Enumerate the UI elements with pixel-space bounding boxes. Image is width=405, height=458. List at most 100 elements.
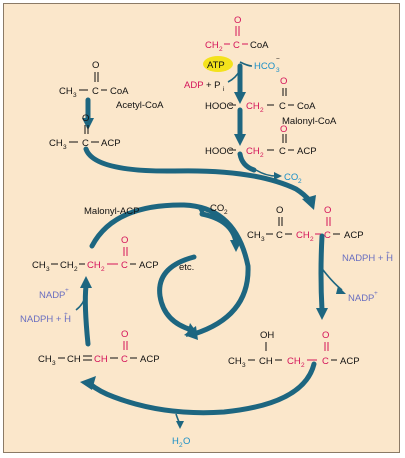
acetyl-coa-caption: Acetyl-CoA: [116, 100, 164, 111]
ch3-label: CH: [228, 356, 242, 367]
carbon-label: C: [121, 354, 128, 365]
ch3-subscript: 3: [73, 92, 77, 99]
water-o-label: O: [183, 436, 190, 447]
side-arrow-hco3: [239, 61, 253, 67]
side-arrowhead-co2-mid: [198, 208, 206, 216]
ch3-subscript: 3: [261, 236, 265, 243]
water-subscript: 2: [179, 442, 183, 449]
carbonyl-o-label: O: [280, 124, 287, 135]
malonyl-coa-top-molecule: O CH 2 C CoA: [205, 15, 269, 53]
side-arrow-nadph-left: [75, 293, 87, 311]
carbon-label: C: [279, 101, 286, 112]
fatty-acid-synthesis-diagram: O CH 2 C CoA ATP HCO 3 − ADP + P i O HOO…: [20, 15, 393, 449]
atp-badge: ATP: [203, 56, 233, 72]
butyryl-acp-molecule: O CH 3 CH 2 CH 2 C ACP: [32, 235, 159, 273]
ch2-label: CH: [287, 356, 301, 367]
atp-label: ATP: [207, 60, 225, 71]
acetyl-acp-molecule: O CH 3 C ACP: [49, 113, 121, 151]
arrowhead-malonyl-2: [234, 134, 246, 146]
side-arrow-adp: [227, 69, 241, 83]
nadp-right-label: NADP: [348, 293, 374, 304]
carbonyl-o-label-1: O: [276, 205, 283, 216]
ch2-label: CH: [246, 101, 260, 112]
oh-label: OH: [260, 330, 274, 341]
ch-label: CH: [259, 356, 273, 367]
ch3-label: CH: [32, 260, 46, 271]
carbon-label: C: [324, 230, 331, 241]
coa-label: CoA: [297, 101, 316, 112]
ch3-label: CH: [247, 230, 261, 241]
nadph-left-label: NADPH + H: [20, 314, 71, 325]
ch3-subscript: 3: [242, 362, 246, 369]
diagram-frame: O CH 2 C CoA ATP HCO 3 − ADP + P i O HOO…: [3, 3, 400, 453]
carbonyl-o-label: O: [121, 329, 128, 340]
co2-right-subscript: 2: [298, 178, 302, 185]
arrowhead-malonyl-1: [234, 92, 246, 104]
ketoacyl-acp-molecule: O O CH 3 C CH 2 C ACP: [247, 205, 364, 243]
co2-mid-label: CO: [210, 203, 224, 214]
arrow-malonyl-join: [237, 151, 257, 173]
malonyl-acp-top-molecule: HOOC CH 2 C O ACP: [205, 124, 317, 159]
nadp-left-sup: +: [65, 287, 69, 294]
carbonyl-o-label: O: [322, 330, 329, 341]
carbonyl-o-label: O: [234, 15, 241, 26]
side-arrowhead-nadp-right: [336, 286, 346, 294]
co2-mid-subscript: 2: [224, 209, 228, 216]
arrow-left-up: [82, 283, 91, 347]
arrowhead-bottom-loop: [80, 376, 96, 390]
ch2-subscript: 2: [74, 266, 78, 273]
carbonyl-o-label: O: [121, 235, 128, 246]
ch2-label: CH: [60, 260, 74, 271]
carbonyl-o-label: O: [280, 76, 287, 87]
acp-label: ACP: [101, 138, 121, 149]
side-arrowhead-water: [176, 421, 184, 429]
arrow-acp-to-ketoacyl: [83, 146, 313, 204]
nadph-right-label: NADPH + H: [342, 253, 393, 264]
malonyl-coa-caption: Malonyl-CoA: [282, 116, 337, 127]
ch3-label: CH: [59, 86, 73, 97]
arrowhead-ketoacyl: [302, 195, 316, 210]
ch3-subscript: 3: [46, 266, 50, 273]
ch2-red-label: CH: [87, 260, 101, 271]
hydroxyacyl-acp-molecule: OH O CH 3 CH CH 2 C ACP: [228, 330, 360, 369]
carbonyl-o-label: O: [92, 60, 99, 71]
arrow-inner-spiral: [199, 211, 239, 245]
ch2-red-subscript: 2: [101, 266, 105, 273]
ch2-label: CH: [246, 146, 260, 157]
hooc-label: HOOC: [205, 101, 234, 112]
side-arrowhead-co2-right: [274, 172, 282, 180]
nadph-right-sup: +: [386, 250, 390, 257]
carbon-label: C: [121, 260, 128, 271]
arrowhead-left-up: [80, 276, 92, 288]
arrow-bottom-loop: [87, 361, 317, 416]
carbon-label: C: [82, 138, 89, 149]
hco3-subscript: 3: [276, 67, 280, 74]
carbon-label: C: [233, 40, 240, 51]
ch-label: CH: [67, 354, 81, 365]
ch2-subscript: 2: [260, 152, 264, 159]
arrowhead-innermost: [186, 323, 198, 337]
acp-label: ACP: [139, 260, 159, 271]
atp-highlight: [203, 56, 233, 72]
hooc-label: HOOC: [205, 146, 234, 157]
nadp-right-sup: +: [374, 290, 378, 297]
acp-label: ACP: [340, 356, 360, 367]
ch2-subscript: 2: [260, 107, 264, 114]
malonyl-acp-caption: Malonyl-ACP: [84, 206, 139, 217]
ch3-subscript: 3: [63, 144, 67, 151]
acp-label: ACP: [297, 146, 317, 157]
carbon-label: C: [279, 146, 286, 157]
arrow-innermost: [157, 254, 197, 333]
ch-red-label: CH: [94, 354, 108, 365]
pi-subscript: i: [223, 86, 224, 93]
nadph-left-sup: +: [64, 311, 68, 318]
etc-label: etc.: [179, 262, 194, 273]
carbon-label: C: [322, 356, 329, 367]
arrow-ketoacyl-down: [318, 233, 325, 313]
carbonyl-o-label: O: [82, 113, 89, 124]
arrowhead-inner: [230, 240, 242, 252]
acetyl-coa-molecule: O CH 3 C CoA Acetyl-CoA: [59, 60, 164, 111]
acp-label: ACP: [140, 354, 160, 365]
ch2-label: CH: [205, 40, 219, 51]
arrowhead-ketoacyl-down: [316, 308, 328, 320]
